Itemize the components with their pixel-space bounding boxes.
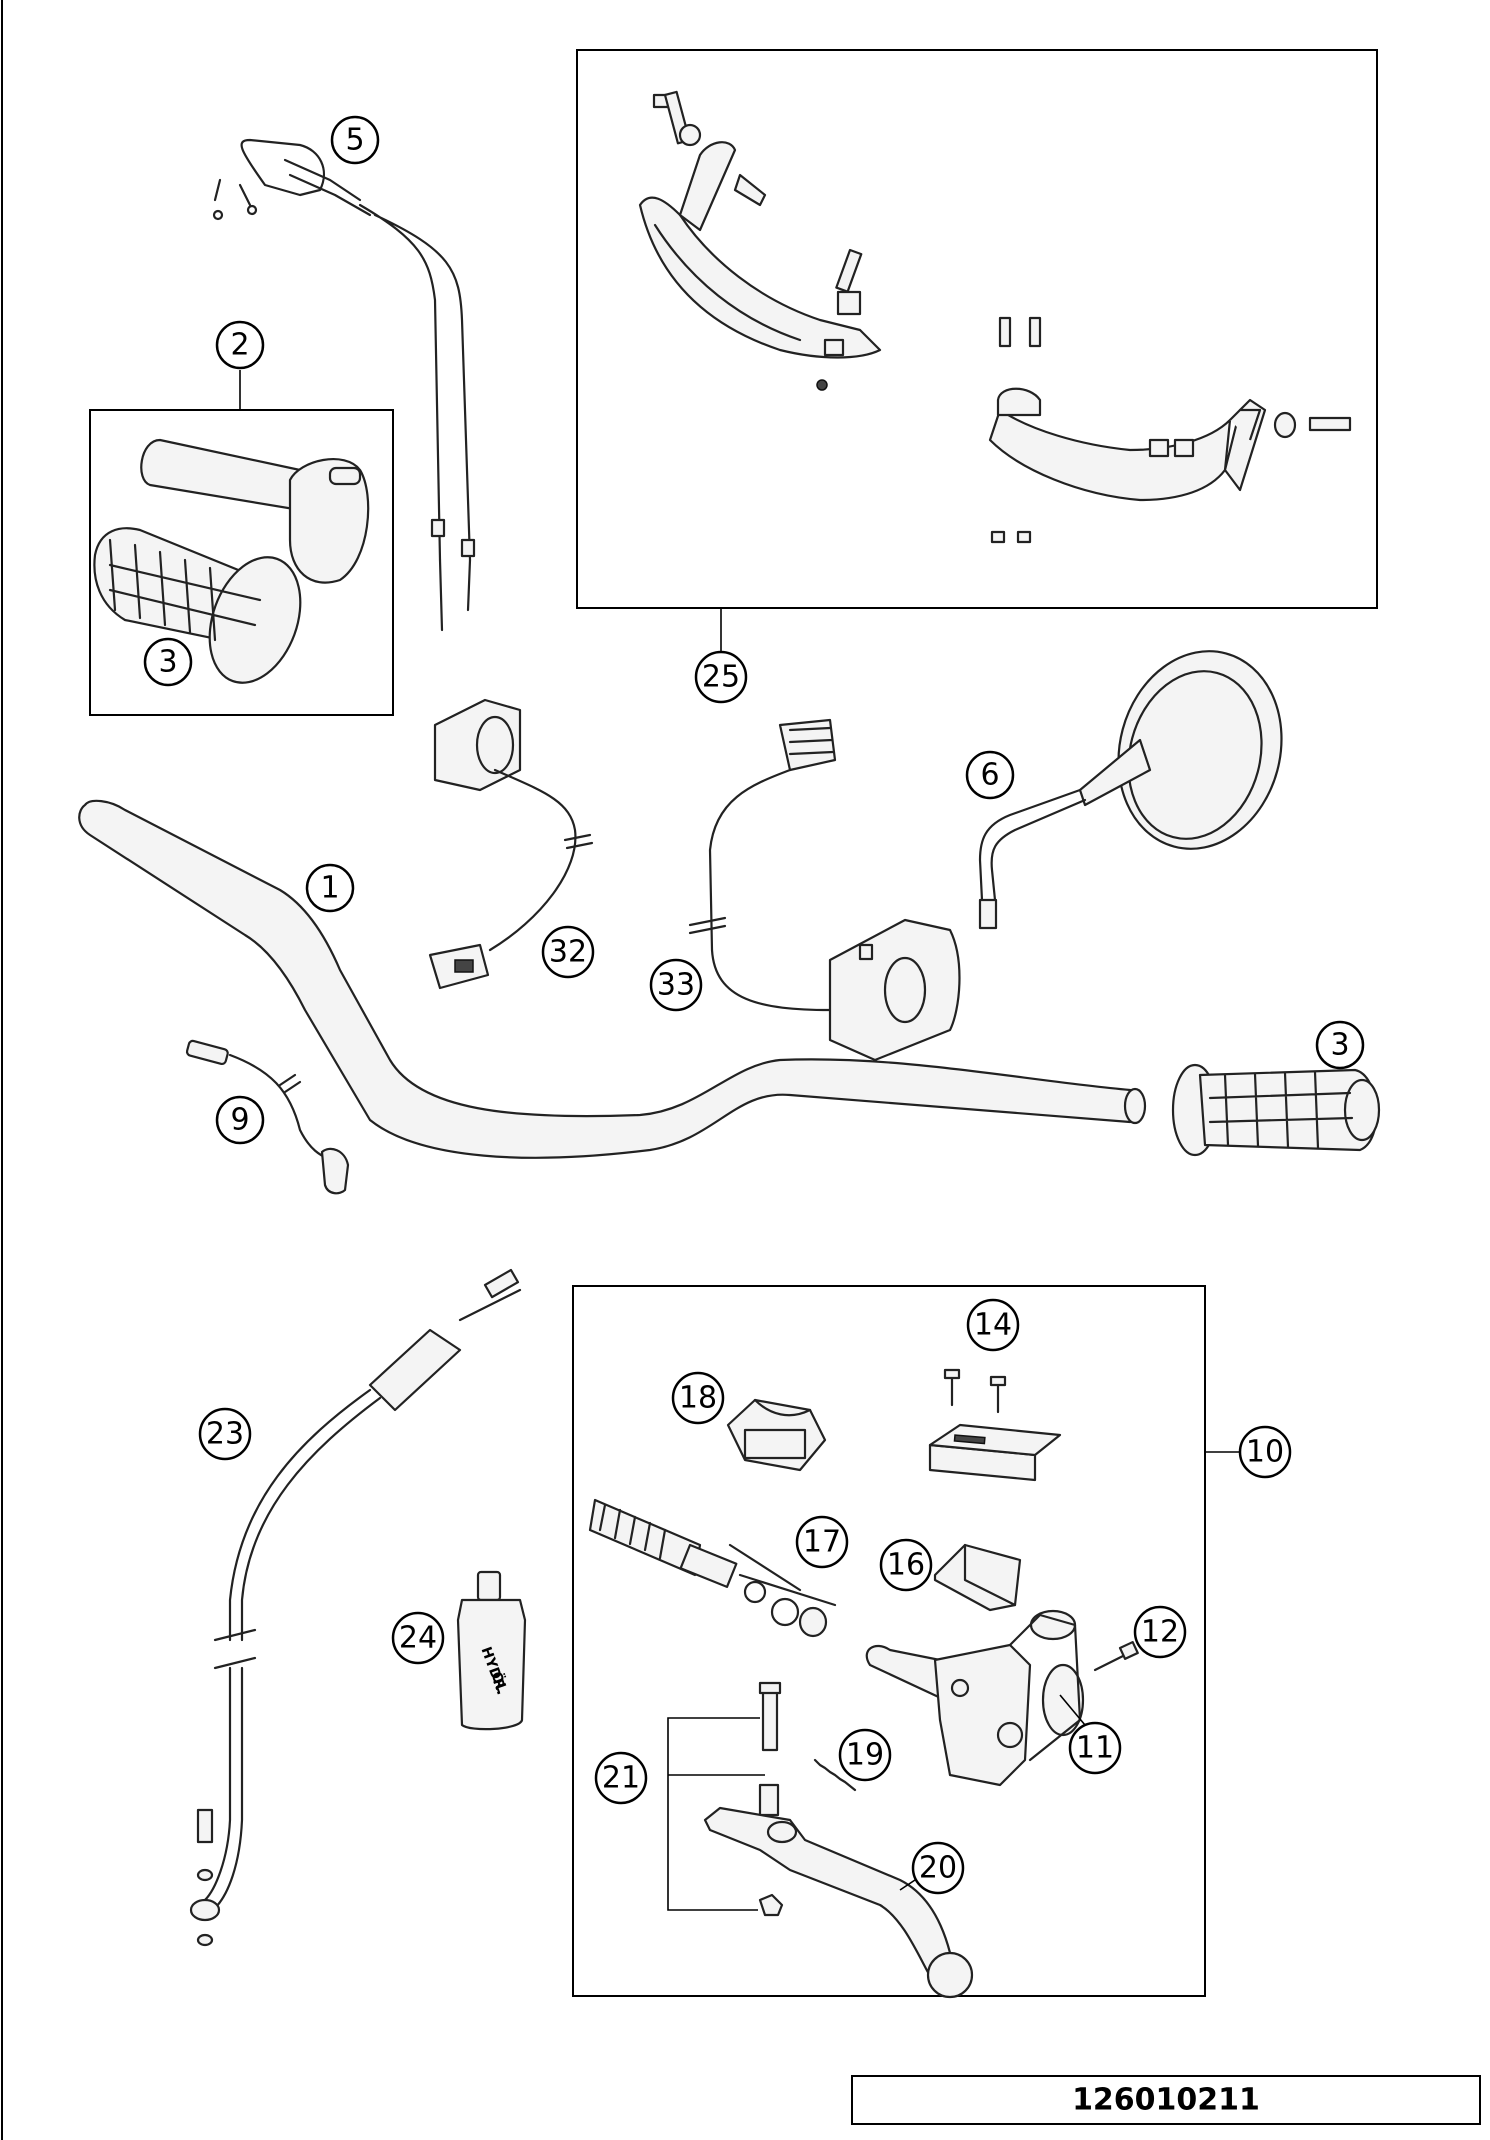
svg-text:21: 21: [602, 1761, 640, 1796]
sensor-cable: [185, 1039, 350, 1195]
svg-text:18: 18: [679, 1381, 717, 1416]
throttle-cable-assembly: [212, 138, 476, 632]
grip-kit-frame: [89, 409, 394, 716]
callout-14: 14: [966, 1298, 1020, 1352]
svg-text:9: 9: [230, 1103, 249, 1138]
kill-switch: [428, 698, 594, 990]
callout-6: 6: [965, 750, 1015, 800]
piston-kit: [588, 1498, 837, 1638]
callout-19: 19: [838, 1728, 892, 1782]
callout-12: 12: [1133, 1605, 1187, 1659]
callout-24: 24: [391, 1611, 445, 1665]
svg-text:23: 23: [206, 1417, 244, 1452]
callout-20: 20: [911, 1841, 965, 1895]
handguard-right: [988, 316, 1352, 544]
svg-text:11: 11: [1076, 1731, 1114, 1766]
master-cylinder-11: [865, 1609, 1085, 1787]
svg-text:33: 33: [657, 968, 695, 1003]
svg-text:16: 16: [887, 1548, 925, 1583]
drawing-number: 126010211: [851, 2075, 1481, 2125]
callout-16: 16: [879, 1538, 933, 1592]
bracket-16: [933, 1543, 1022, 1612]
callout-3-left: 3: [143, 637, 193, 687]
callout-2: 2: [215, 320, 265, 370]
svg-text:5: 5: [345, 123, 364, 158]
reservoir-cover: [928, 1423, 1062, 1482]
svg-text:3: 3: [1330, 1028, 1349, 1063]
callout-33: 33: [649, 958, 703, 1012]
svg-text:20: 20: [919, 1851, 957, 1886]
brake-lever-20: [703, 1806, 974, 1999]
svg-text:12: 12: [1141, 1615, 1179, 1650]
svg-text:24: 24: [399, 1621, 437, 1656]
callout-11: 11: [1068, 1721, 1122, 1775]
callout-25: 25: [694, 650, 748, 704]
leader-20: [899, 1879, 916, 1891]
clamp-18: [726, 1398, 827, 1472]
handguard-kit-frame: [576, 49, 1378, 609]
light-switch: [688, 718, 961, 1062]
callout-32: 32: [541, 925, 595, 979]
screw-12: [1093, 1640, 1139, 1672]
svg-text:17: 17: [803, 1525, 841, 1560]
callout-10: 10: [1238, 1425, 1292, 1479]
screws-14: [943, 1368, 1007, 1414]
svg-text:6: 6: [980, 758, 999, 793]
svg-text:2: 2: [230, 328, 249, 363]
mirror: [978, 650, 1283, 930]
grip-left: [93, 527, 302, 684]
callout-1: 1: [305, 863, 355, 913]
callout-5: 5: [330, 115, 380, 165]
callout-23: 23: [198, 1407, 252, 1461]
svg-text:32: 32: [549, 935, 587, 970]
callout-17: 17: [795, 1515, 849, 1569]
pivot-bolt-21: [758, 1681, 784, 1917]
spring-19: [813, 1758, 857, 1792]
callout-21: 21: [594, 1751, 648, 1805]
callout-9: 9: [215, 1095, 265, 1145]
hydraulic-oil-bottle: HYDR. ÖL: [456, 1570, 527, 1731]
bottle-cap: [476, 1570, 502, 1602]
callout-3-right: 3: [1315, 1020, 1365, 1070]
throttle-tube: [140, 438, 370, 584]
leader-11: [1059, 1694, 1086, 1726]
handlebar: [78, 799, 1143, 1159]
svg-text:19: 19: [846, 1738, 884, 1773]
svg-text:1: 1: [320, 871, 339, 906]
grip-right: [1171, 1063, 1381, 1157]
svg-text:10: 10: [1246, 1435, 1284, 1470]
callout-18: 18: [671, 1371, 725, 1425]
svg-text:3: 3: [158, 645, 177, 680]
brake-hose: [189, 1268, 522, 1947]
drawing-number-text: 126010211: [1072, 2083, 1260, 2118]
handlebar-end: [1123, 1087, 1147, 1125]
svg-text:14: 14: [974, 1308, 1012, 1343]
handguard-left: [638, 90, 882, 391]
svg-text:25: 25: [702, 660, 740, 695]
brake-master-cylinder-frame: [572, 1285, 1206, 1997]
bolt-leader: [667, 1717, 765, 1911]
